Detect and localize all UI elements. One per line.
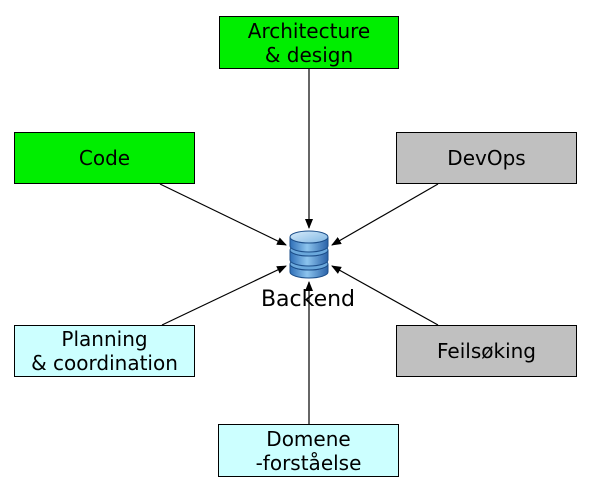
node-label-line: Planning bbox=[61, 327, 148, 351]
node-label-line: & coordination bbox=[31, 351, 178, 375]
node-architecture-design: Architecture & design bbox=[219, 16, 399, 69]
node-label-line: Feilsøking bbox=[437, 339, 536, 363]
node-devops: DevOps bbox=[396, 132, 577, 184]
arrow-planning-to-backend bbox=[161, 265, 287, 326]
node-feilsoking: Feilsøking bbox=[396, 325, 577, 377]
node-label-line: -forståelse bbox=[255, 450, 362, 475]
database-icon bbox=[289, 230, 329, 279]
node-label-line: Code bbox=[78, 146, 131, 170]
backend-label: Backend bbox=[260, 287, 356, 312]
node-label-line: Architecture bbox=[247, 18, 371, 43]
arrow-devops-to-backend bbox=[331, 183, 439, 246]
arrow-code-to-backend bbox=[159, 183, 287, 246]
node-label-line: DevOps bbox=[447, 146, 526, 170]
node-label-line: & design bbox=[264, 42, 354, 67]
arrow-feilsoking-to-backend bbox=[331, 265, 439, 326]
node-label-line: Domene bbox=[266, 426, 351, 451]
node-planning-coordination: Planning & coordination bbox=[14, 325, 195, 377]
node-code: Code bbox=[14, 132, 195, 184]
node-domene-forstaelse: Domene -forståelse bbox=[218, 424, 399, 477]
